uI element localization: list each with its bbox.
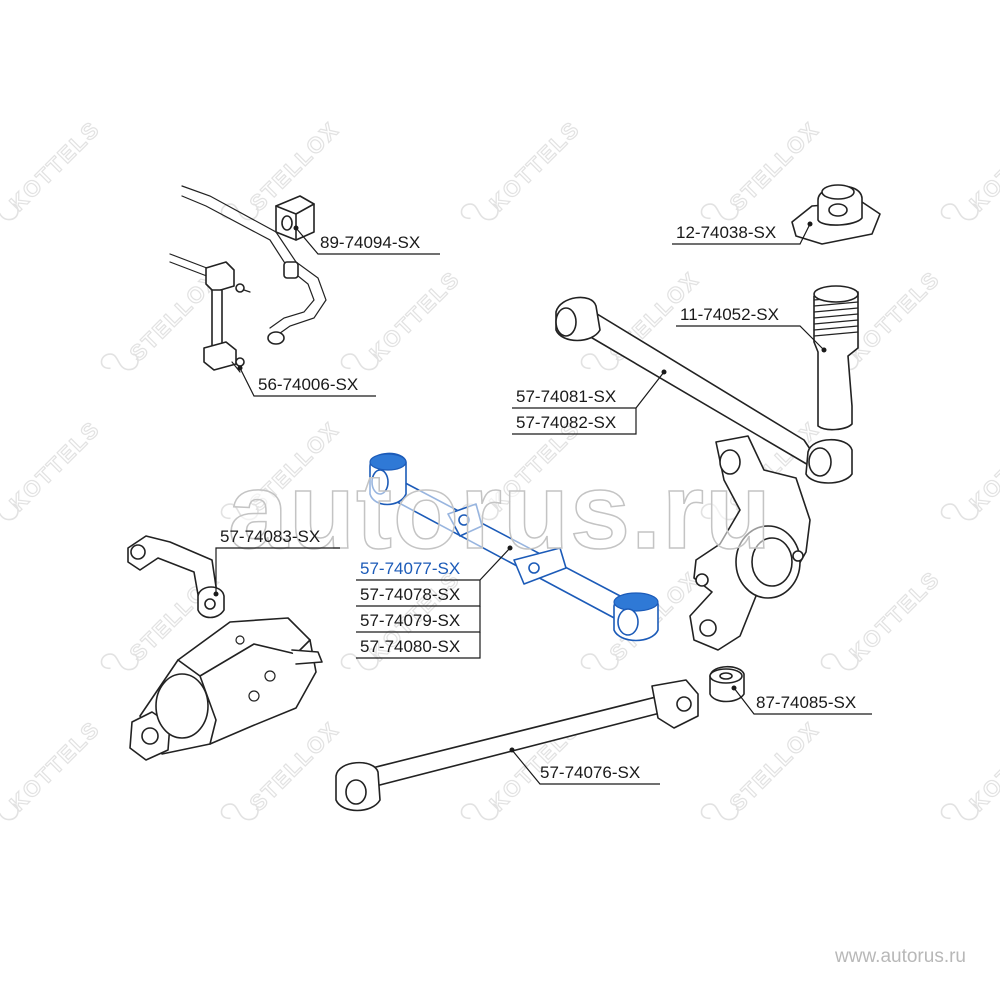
watermark-tile: KOTTELS (340, 265, 465, 371)
footer-url: www.autorus.ru (834, 946, 966, 967)
watermark-tile: KOTTELS (940, 115, 1000, 221)
watermark-text: KOTTELS (5, 116, 105, 216)
lateral-rod (335, 679, 699, 812)
rear-knuckle (689, 435, 811, 651)
callout-label: 57-74080-SX (360, 637, 460, 656)
watermark-text: KOTTELS (485, 116, 585, 216)
callout-label: 57-74081-SX (516, 387, 616, 406)
callout-11-74052-sx: 11-74052-SX (676, 305, 827, 353)
watermark-text: KOTTELS (965, 116, 1000, 216)
callout-56-74006-sx: 56-74006-SX (237, 365, 376, 397)
watermark-text: STELLOX (725, 717, 824, 816)
callout-89-74094-sx: 89-74094-SX (293, 225, 440, 255)
callout-label: 57-74078-SX (360, 585, 460, 604)
watermark-text: KOTTELS (845, 566, 945, 666)
watermark-tile: KOTTELS (460, 115, 585, 221)
callout-label: 57-74082-SX (516, 413, 616, 432)
watermark-text: KOTTELS (845, 266, 945, 366)
stabilizer-bar (169, 185, 327, 345)
callout-label: 89-74094-SX (320, 233, 420, 252)
callout-57-74083-sx: 57-74083-SX (213, 527, 340, 597)
stabilizer-bushing (275, 195, 315, 241)
callout-label: 57-74083-SX (220, 527, 320, 546)
watermark-tile: KOTTELS (0, 715, 105, 821)
callout-label: 12-74038-SX (676, 223, 776, 242)
watermark-text: KOTTELS (365, 266, 465, 366)
watermark-tile: STELLOX (100, 266, 225, 371)
watermark-text: KOTTELS (965, 716, 1000, 816)
lower-control-arm-highlighted (369, 452, 659, 642)
callout-label-highlighted: 57-74077-SX (360, 559, 460, 578)
shock-dust-boot (813, 285, 859, 431)
watermark-text: KOTTELS (965, 416, 1000, 516)
callout-label: 57-74076-SX (540, 763, 640, 782)
watermark-text: KOTTELS (5, 716, 105, 816)
callout-label: 11-74052-SX (680, 305, 779, 324)
watermark-text: STELLOX (725, 117, 824, 216)
watermark-tile: KOTTELS (0, 415, 105, 521)
watermark-tile: KOTTELS (0, 115, 105, 221)
callout-label: 87-74085-SX (756, 693, 856, 712)
brand-watermark: autorus.ru (228, 450, 772, 571)
arm-bushing (709, 665, 745, 703)
differential (129, 617, 323, 761)
watermark-text: STELLOX (245, 717, 344, 816)
watermark-tile: KOTTELS (940, 715, 1000, 821)
watermark-text: KOTTELS (5, 416, 105, 516)
callout-57-74080-sx: 57-74080-SX (356, 632, 481, 659)
watermark-tile: KOTTELS (820, 565, 945, 671)
watermark-tile: KOTTELS (940, 415, 1000, 521)
callout-57-74082-sx: 57-74082-SX (512, 408, 637, 435)
callout-57-74081-sx: 57-74081-SX (512, 369, 667, 409)
shock-top-mount (791, 184, 881, 245)
upper-control-arm (555, 296, 853, 484)
callout-87-74085-sx: 87-74085-SX (731, 685, 872, 715)
callout-label: 56-74006-SX (258, 375, 358, 394)
callout-57-74076-sx: 57-74076-SX (509, 747, 660, 785)
callout-label: 57-74079-SX (360, 611, 460, 630)
callout-12-74038-sx: 12-74038-SX (672, 221, 813, 245)
trailing-link-bracket (127, 535, 225, 619)
watermark-tile: STELLOX (700, 716, 825, 821)
stabilizer-link (203, 261, 251, 373)
